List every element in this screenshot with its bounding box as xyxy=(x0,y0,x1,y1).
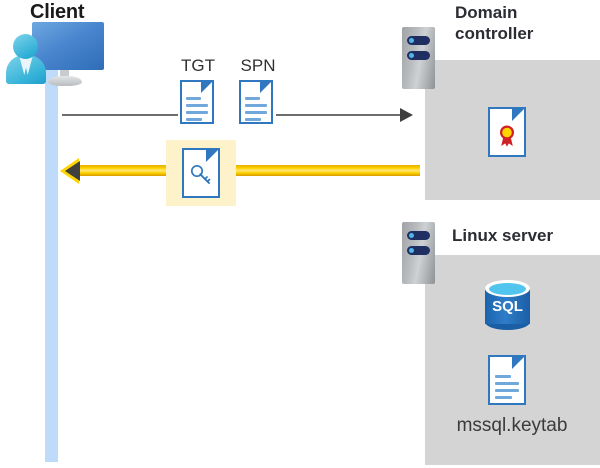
monitor-screen-icon xyxy=(32,22,104,70)
domain-controller-server-rack-icon xyxy=(402,27,435,89)
response-arrow-head-icon xyxy=(65,161,80,181)
key-document-icon xyxy=(182,148,220,198)
certificate-seal-icon xyxy=(500,125,514,147)
request-arrow-gap xyxy=(178,110,276,120)
keytab-filename-label: mssql.keytab xyxy=(456,415,568,436)
key-icon xyxy=(190,164,211,184)
response-arrow-line-right xyxy=(236,165,420,176)
sql-database-icon: SQL xyxy=(485,280,530,332)
spn-label: SPN xyxy=(240,56,276,75)
user-monitor-icon xyxy=(6,22,106,86)
person-head-icon xyxy=(13,34,38,59)
domain-controller-label-line2: controller xyxy=(455,24,534,43)
certificate-document-icon xyxy=(488,107,526,157)
tgt-document-icon xyxy=(180,80,214,124)
spn-document-icon xyxy=(239,80,273,124)
domain-controller-label: Domain controller xyxy=(455,2,600,44)
linux-server-label: Linux server xyxy=(452,226,554,245)
tgt-label: TGT xyxy=(181,56,215,75)
keytab-document-icon xyxy=(488,355,526,405)
linux-server-rack-icon xyxy=(402,222,435,284)
sql-database-label: SQL xyxy=(492,298,523,315)
request-arrow-head-icon xyxy=(400,108,413,122)
domain-controller-label-line1: Domain xyxy=(455,3,518,22)
client-lifeline xyxy=(45,62,58,462)
monitor-neck-icon xyxy=(60,70,69,79)
monitor-base-icon xyxy=(48,76,82,86)
client-label: Client xyxy=(30,1,85,23)
response-arrow-line-left xyxy=(75,165,167,176)
